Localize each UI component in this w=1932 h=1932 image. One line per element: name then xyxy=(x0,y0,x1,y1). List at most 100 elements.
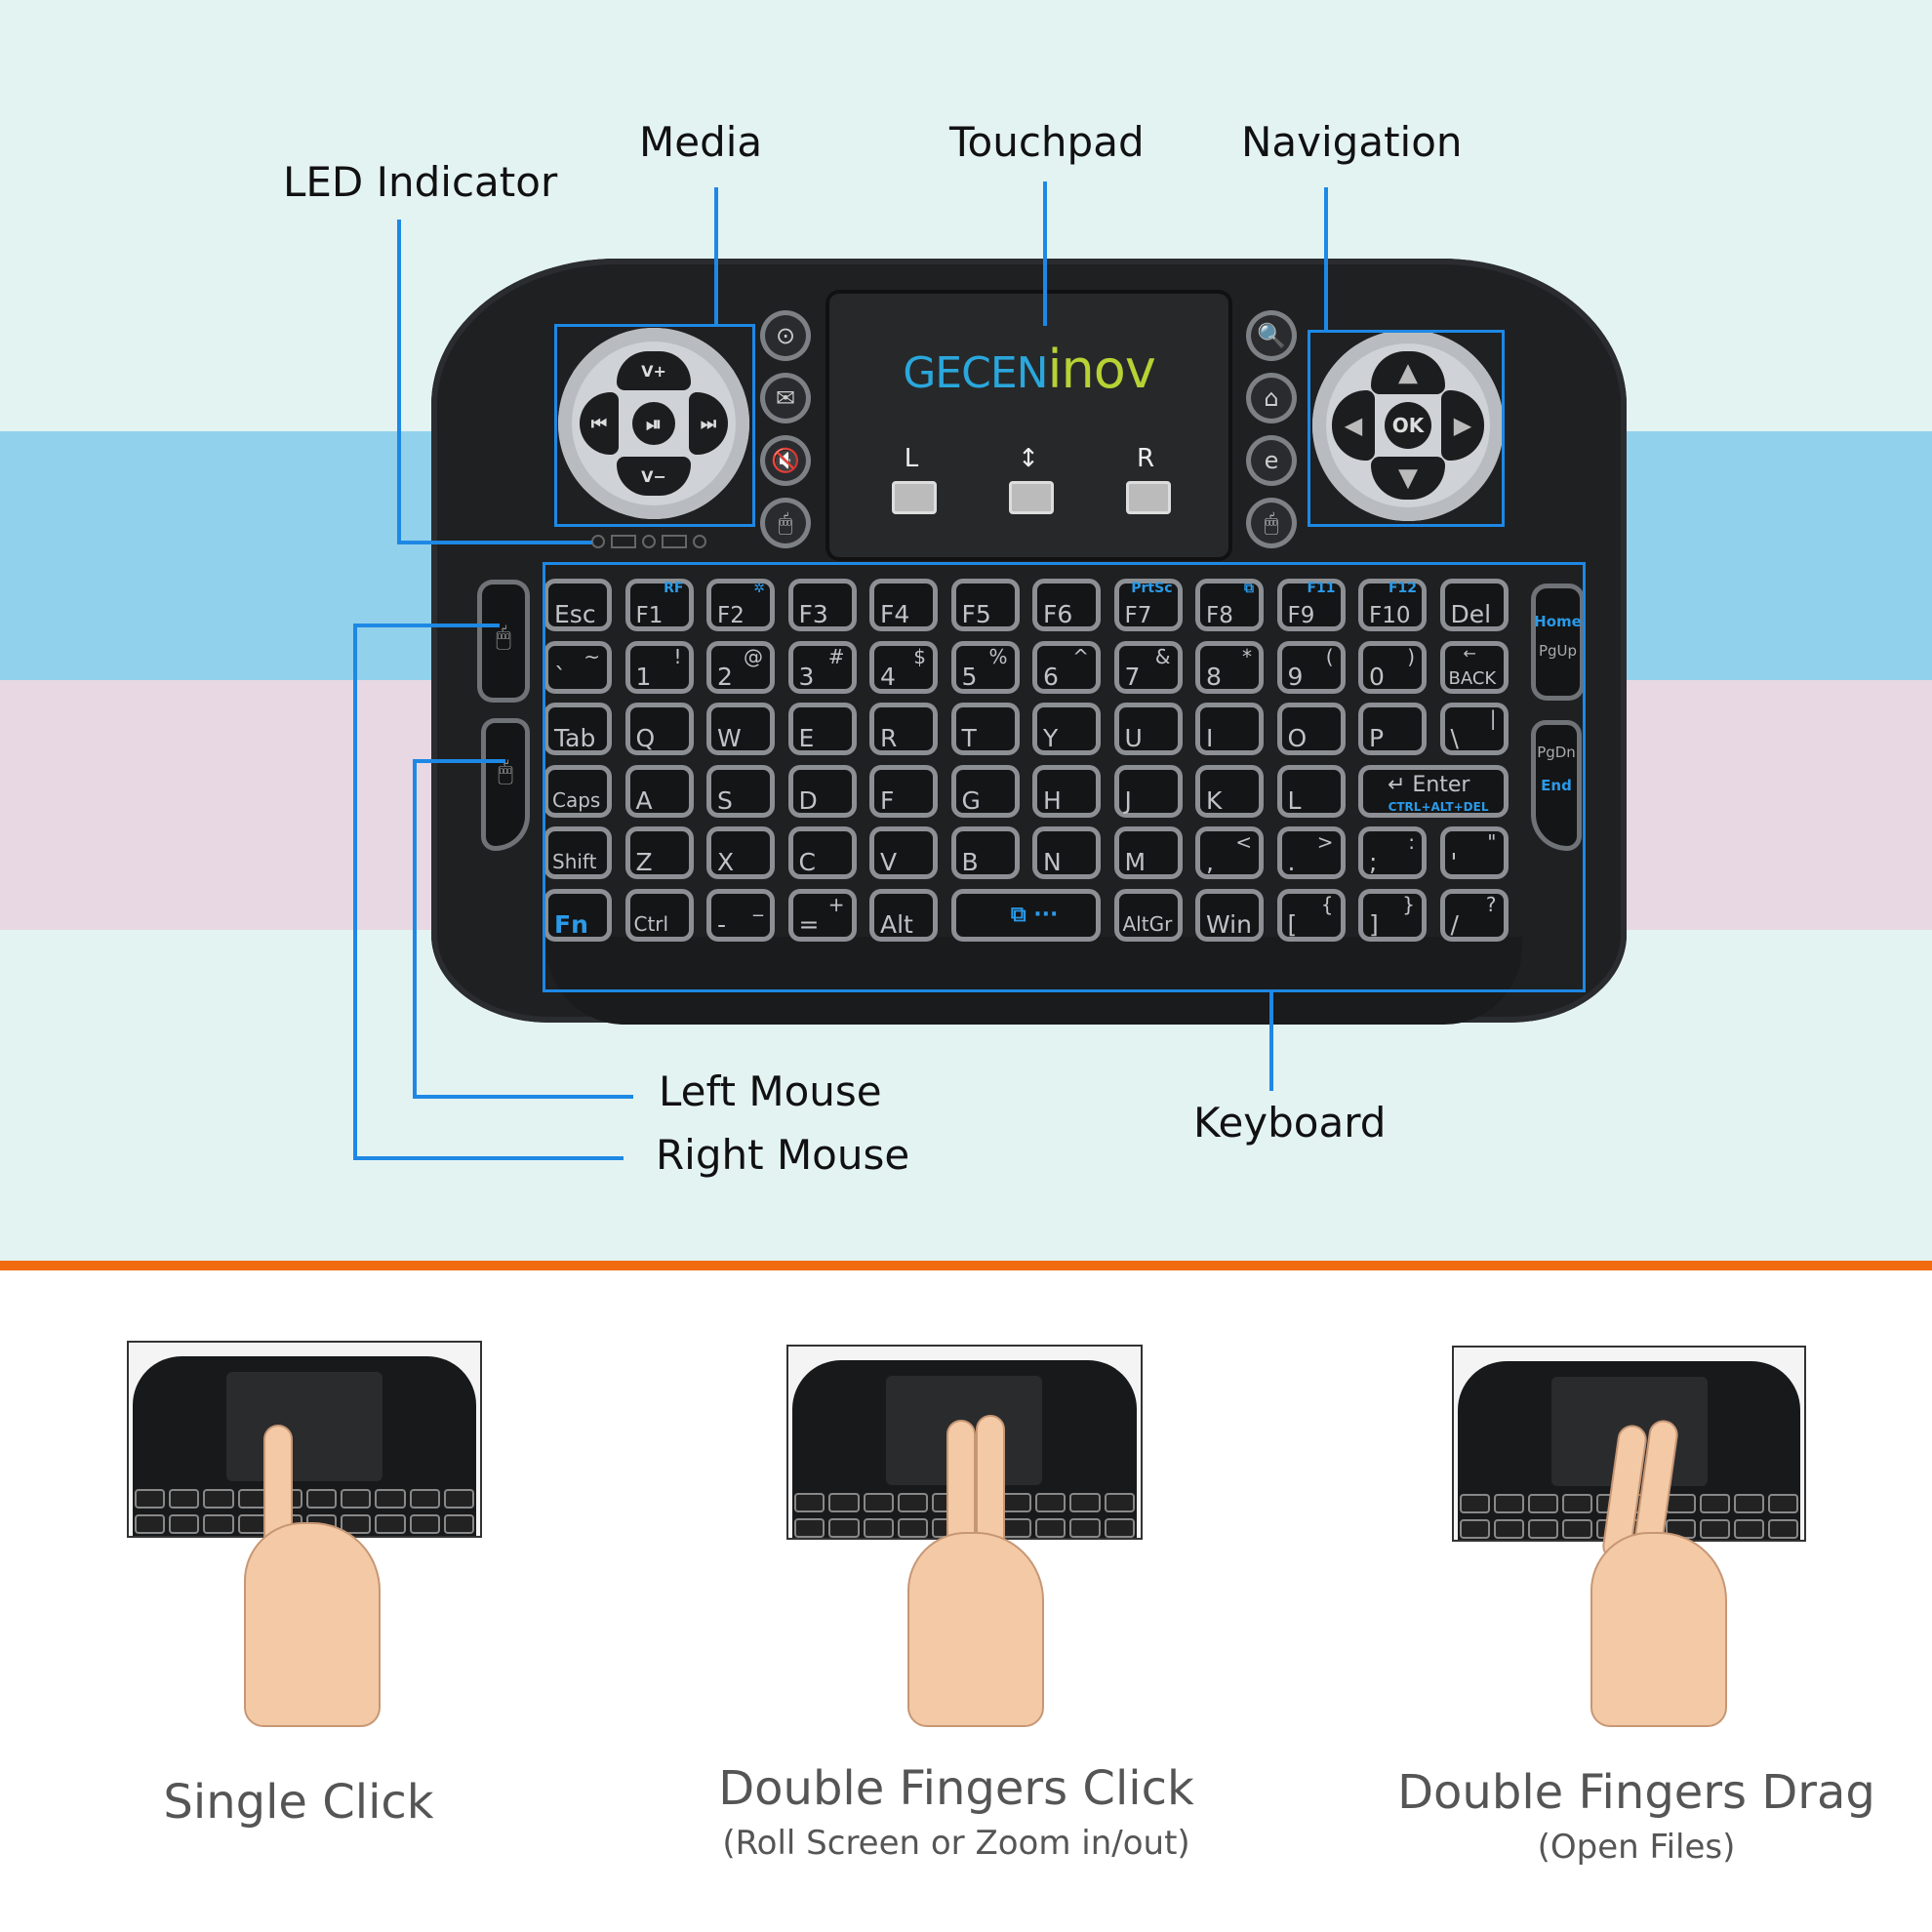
mute-button[interactable]: 🔇 xyxy=(760,435,811,486)
home-button[interactable]: ⌂ xyxy=(1246,373,1297,423)
key-symbol[interactable]: ;: xyxy=(1358,826,1427,879)
vol-down-button[interactable]: V− xyxy=(617,457,691,496)
right-mouse-round-button[interactable]: 🖱 xyxy=(1246,498,1297,548)
key-c[interactable]: C xyxy=(787,826,857,879)
key-m[interactable]: M xyxy=(1113,826,1183,879)
key-back[interactable]: BACK← xyxy=(1439,640,1509,694)
key-alt[interactable]: Alt xyxy=(869,888,938,942)
key-space[interactable]: ⧉ ··· xyxy=(950,888,1101,942)
ok-button[interactable]: OK xyxy=(1385,402,1431,449)
key-symbol[interactable]: `~ xyxy=(543,640,612,694)
key-7[interactable]: 7& xyxy=(1113,640,1183,694)
key-o[interactable]: O xyxy=(1276,703,1346,755)
navigation-pad[interactable]: ▲ ▼ ◀ ▶ OK xyxy=(1312,330,1504,521)
key-f2[interactable]: F2✲ xyxy=(706,579,775,631)
key-win[interactable]: Win xyxy=(1195,888,1264,942)
key-s[interactable]: S xyxy=(706,764,775,818)
play-pause-button[interactable]: ⏯ xyxy=(632,402,675,445)
key-caps[interactable]: Caps xyxy=(543,764,612,818)
key-ctrl[interactable]: Ctrl xyxy=(624,888,694,942)
key-altgr[interactable]: AltGr xyxy=(1113,888,1183,942)
key-symbol[interactable]: \| xyxy=(1439,703,1509,755)
double-click-subtitle: (Roll Screen or Zoom in/out) xyxy=(722,1824,1190,1863)
key-b[interactable]: B xyxy=(950,826,1020,879)
browser-button[interactable]: e xyxy=(1246,435,1297,486)
right-function-buttons: 🔍 ⌂ e 🖱 xyxy=(1246,310,1297,548)
key-del[interactable]: Del xyxy=(1439,579,1509,631)
key-symbol[interactable]: ]} xyxy=(1358,888,1427,942)
media-player-button[interactable]: ⊙ xyxy=(760,310,811,361)
key-shift[interactable]: Shift xyxy=(543,826,612,879)
key-esc[interactable]: Esc xyxy=(543,579,612,631)
key-t[interactable]: T xyxy=(950,703,1020,755)
right-tap-icon xyxy=(1126,481,1171,514)
key-f6[interactable]: F6 xyxy=(1032,579,1101,631)
key-label: . xyxy=(1287,848,1296,876)
key-p[interactable]: P xyxy=(1358,703,1427,755)
key-k[interactable]: K xyxy=(1195,764,1264,818)
key-6[interactable]: 6^ xyxy=(1032,640,1101,694)
mail-button[interactable]: ✉ xyxy=(760,373,811,423)
key-symbol[interactable]: [{ xyxy=(1276,888,1346,942)
left-mouse-side-button[interactable]: 🖱 xyxy=(481,718,530,851)
up-button[interactable]: ▲ xyxy=(1371,351,1445,394)
key-g[interactable]: G xyxy=(950,764,1020,818)
right-mouse-side-button[interactable]: 🖱 xyxy=(477,580,530,703)
key-n[interactable]: N xyxy=(1032,826,1101,879)
key-label: \ xyxy=(1450,724,1459,752)
key-symbol[interactable]: /? xyxy=(1439,888,1509,942)
key-symbol[interactable]: .> xyxy=(1276,826,1346,879)
left-mouse-callout-line xyxy=(413,759,505,763)
key-y[interactable]: Y xyxy=(1032,703,1101,755)
key-j[interactable]: J xyxy=(1113,764,1183,818)
key-label: V xyxy=(880,848,898,876)
key-w[interactable]: W xyxy=(706,703,775,755)
vol-up-button[interactable]: V+ xyxy=(617,351,691,390)
left-mouse-round-button[interactable]: 🖱 xyxy=(760,498,811,548)
search-button[interactable]: 🔍 xyxy=(1246,310,1297,361)
key-a[interactable]: A xyxy=(624,764,694,818)
key-5[interactable]: 5% xyxy=(950,640,1020,694)
key-0[interactable]: 0) xyxy=(1358,640,1427,694)
key-f[interactable]: F xyxy=(869,764,938,818)
key-1[interactable]: 1! xyxy=(624,640,694,694)
key-symbol[interactable]: =+ xyxy=(787,888,857,942)
key-q[interactable]: Q xyxy=(624,703,694,755)
key-symbol[interactable]: -_ xyxy=(706,888,775,942)
key-8[interactable]: 8* xyxy=(1195,640,1264,694)
key-3[interactable]: 3# xyxy=(787,640,857,694)
key-x[interactable]: X xyxy=(706,826,775,879)
key-4[interactable]: 4$ xyxy=(869,640,938,694)
key-e[interactable]: E xyxy=(787,703,857,755)
key-z[interactable]: Z xyxy=(624,826,694,879)
key-f3[interactable]: F3 xyxy=(787,579,857,631)
key-i[interactable]: I xyxy=(1195,703,1264,755)
key-label: F xyxy=(880,785,895,815)
key-tab[interactable]: Tab xyxy=(543,703,612,755)
key-f5[interactable]: F5 xyxy=(950,579,1020,631)
key-d[interactable]: D xyxy=(787,764,857,818)
key-2[interactable]: 2@ xyxy=(706,640,775,694)
key-symbol[interactable]: '" xyxy=(1439,826,1509,879)
media-pad[interactable]: V+ V− ⏮ ⏭ ⏯ xyxy=(558,328,749,519)
touchpad[interactable]: GECENinov L ↕ R xyxy=(825,290,1232,561)
key-9[interactable]: 9( xyxy=(1276,640,1346,694)
key-u[interactable]: U xyxy=(1113,703,1183,755)
key-l[interactable]: L xyxy=(1276,764,1346,818)
key-fn[interactable]: Fn xyxy=(543,888,612,942)
key-symbol[interactable]: ,< xyxy=(1195,826,1264,879)
key-v[interactable]: V xyxy=(869,826,938,879)
key-f8[interactable]: F8⧉ xyxy=(1195,579,1264,631)
key-label: 2 xyxy=(717,662,733,691)
key-f4[interactable]: F4 xyxy=(869,579,938,631)
key-r[interactable]: R xyxy=(869,703,938,755)
key-h[interactable]: H xyxy=(1032,764,1101,818)
